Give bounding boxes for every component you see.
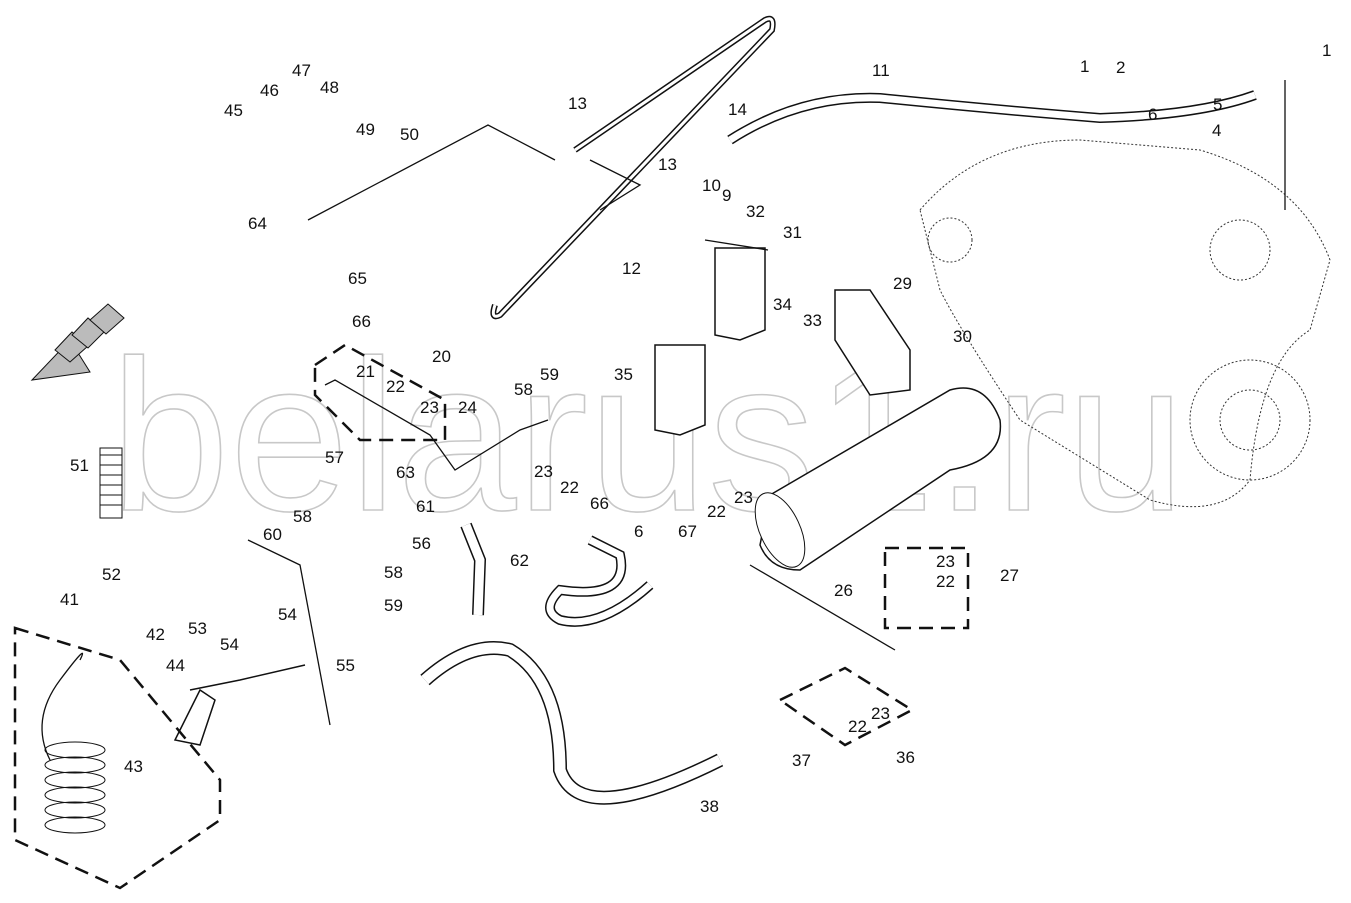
part-label-1: 1	[1080, 57, 1089, 76]
part-label-1: 1	[1322, 41, 1331, 60]
part-label-49: 49	[356, 120, 375, 139]
engine-illustration	[919, 139, 1331, 508]
part-label-52: 52	[102, 565, 121, 584]
part-label-34: 34	[773, 295, 792, 314]
part-label-64: 64	[248, 214, 267, 233]
spring-51	[99, 447, 123, 519]
part-label-63: 63	[396, 463, 415, 482]
part-label-65: 65	[348, 269, 367, 288]
part-label-50: 50	[400, 125, 419, 144]
part-label-59: 59	[540, 365, 559, 384]
part-label-46: 46	[260, 81, 279, 100]
part-label-61: 61	[416, 497, 435, 516]
part-label-22: 22	[707, 502, 726, 521]
part-label-32: 32	[746, 202, 765, 221]
part-label-11: 11	[872, 61, 890, 80]
hose-2	[1030, 13, 1293, 70]
part-label-13: 13	[658, 155, 677, 174]
hose-38	[420, 641, 724, 805]
part-label-26: 26	[834, 581, 853, 600]
part-label-4: 4	[1212, 121, 1221, 140]
part-label-22: 22	[386, 377, 405, 396]
part-label-67: 67	[678, 522, 697, 541]
part-label-66: 66	[590, 494, 609, 513]
part-label-30: 30	[953, 327, 972, 346]
part-label-37: 37	[792, 751, 811, 770]
bracket-35	[654, 344, 706, 436]
part-label-55: 55	[336, 656, 355, 675]
part-label-58: 58	[293, 507, 312, 526]
group-box-27	[883, 546, 970, 630]
part-label-36: 36	[896, 748, 915, 767]
part-label-14: 14	[728, 100, 747, 119]
part-label-22: 22	[848, 717, 867, 736]
part-label-54: 54	[278, 605, 297, 624]
coil-hose-42	[41, 652, 106, 834]
part-label-13: 13	[568, 94, 587, 113]
part-label-29: 29	[893, 274, 912, 293]
part-label-23: 23	[420, 398, 439, 417]
part-label-43: 43	[124, 757, 143, 776]
part-label-10: 10	[702, 176, 721, 195]
group-box-20	[313, 343, 447, 442]
part-label-60: 60	[263, 525, 282, 544]
part-label-47: 47	[292, 61, 311, 80]
part-label-21: 21	[356, 362, 375, 381]
part-label-27: 27	[1000, 566, 1019, 585]
part-label-45: 45	[224, 101, 243, 120]
group-box-42	[13, 626, 222, 890]
part-label-9: 9	[722, 186, 731, 205]
part-label-38: 38	[700, 797, 719, 816]
bracket-31	[714, 247, 766, 341]
leader-lines	[247, 124, 896, 726]
part-label-33: 33	[803, 311, 822, 330]
part-label-51: 51	[70, 456, 89, 475]
direction-arrow-icon	[30, 303, 125, 381]
part-label-44: 44	[166, 656, 185, 675]
part-label-23: 23	[734, 488, 753, 507]
part-label-35: 35	[614, 365, 633, 384]
part-label-24: 24	[458, 398, 477, 417]
hose-6-lower	[545, 535, 654, 627]
part-label-6: 6	[1148, 105, 1157, 124]
part-label-48: 48	[320, 78, 339, 97]
air-tank-26	[754, 387, 1002, 571]
part-label-58: 58	[514, 380, 533, 399]
part-label-22: 22	[936, 572, 955, 591]
hose-62	[460, 522, 487, 616]
part-label-23: 23	[936, 552, 955, 571]
part-label-62: 62	[510, 551, 529, 570]
clamp-29	[834, 289, 911, 396]
part-label-42: 42	[146, 625, 165, 644]
part-label-22: 22	[560, 478, 579, 497]
part-label-2: 2	[1116, 58, 1125, 77]
part-label-23: 23	[871, 704, 890, 723]
part-label-6: 6	[634, 522, 643, 541]
group-box-36	[777, 666, 915, 747]
part-label-58: 58	[384, 563, 403, 582]
part-label-20: 20	[432, 347, 451, 366]
air-gun-44	[173, 664, 306, 746]
part-label-54: 54	[220, 635, 239, 654]
pipe-14	[490, 15, 776, 320]
part-label-53: 53	[188, 619, 207, 638]
hose-6-upper	[727, 90, 1257, 145]
part-label-31: 31	[783, 223, 802, 242]
part-label-59: 59	[384, 596, 403, 615]
part-label-56: 56	[412, 534, 431, 553]
part-label-66: 66	[352, 312, 371, 331]
part-label-5: 5	[1213, 95, 1222, 114]
part-label-12: 12	[622, 259, 641, 278]
part-label-57: 57	[325, 448, 344, 467]
watermark: belarus1.ru	[110, 315, 1186, 556]
part-label-23: 23	[534, 462, 553, 481]
part-label-41: 41	[60, 590, 79, 609]
